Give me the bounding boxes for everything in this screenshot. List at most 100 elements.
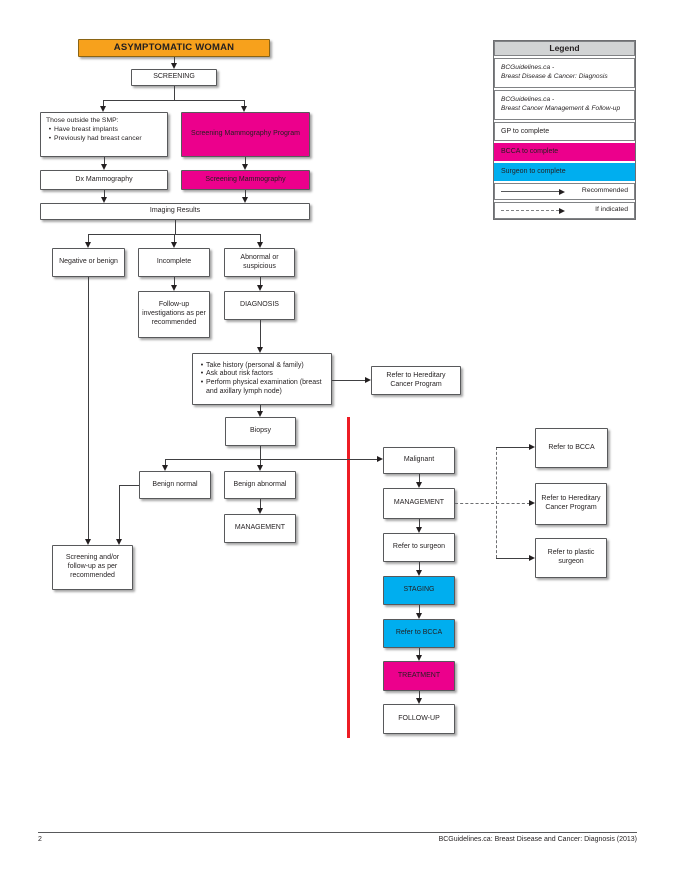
arrowhead — [415, 527, 422, 533]
connector-line — [174, 86, 175, 100]
node-outside-smp: Those outside the SMP: • Have breast imp… — [40, 112, 168, 157]
node-refer-hereditary-cancer-program-1: Refer to Hereditary Cancer Program — [371, 366, 461, 395]
arrowhead — [365, 376, 371, 383]
legend-recommended: Recommended — [494, 183, 635, 200]
connector-line — [419, 474, 420, 482]
node-biopsy: Biopsy — [225, 417, 296, 446]
connector-line — [103, 100, 244, 101]
connector-line — [260, 499, 261, 508]
connector-line — [165, 459, 378, 460]
arrowhead — [240, 106, 247, 112]
connector-line — [174, 57, 175, 63]
legend-if-indicated: If indicated — [494, 202, 635, 219]
arrowhead — [415, 482, 422, 488]
node-refer-hereditary-cancer-program-2: Refer to Hereditary Cancer Program — [535, 483, 607, 525]
arrowhead — [415, 613, 422, 619]
arrowhead — [256, 508, 263, 514]
connector-line — [496, 447, 530, 448]
red-divider-line — [347, 417, 350, 738]
connector-line — [88, 277, 89, 539]
solid-arrow-icon — [501, 188, 565, 195]
connector-line — [419, 519, 420, 527]
arrowhead — [256, 347, 263, 353]
arrowhead — [170, 242, 177, 248]
node-benign-normal: Benign normal — [139, 471, 211, 499]
connector-line — [245, 190, 246, 197]
arrowhead — [100, 164, 107, 170]
node-refer-to-plastic-surgeon: Refer to plastic surgeon — [535, 538, 607, 578]
connector-line — [245, 157, 246, 164]
node-treatment: TREATMENT — [383, 661, 455, 691]
arrowhead — [99, 106, 106, 112]
arrowhead — [529, 443, 535, 450]
node-negative-or-benign: Negative or benign — [52, 248, 125, 277]
node-screening-mammography: Screening Mammography — [181, 170, 310, 190]
footer-rule — [38, 832, 637, 833]
connector-line — [496, 558, 530, 559]
history-exam-bullet: • Perform physical examination (breast a… — [198, 379, 326, 397]
connector-line — [419, 648, 420, 655]
node-refer-to-bcca-surgeon: Refer to BCCA — [383, 619, 455, 648]
node-incomplete: Incomplete — [138, 248, 210, 277]
arrowhead — [170, 63, 177, 69]
connector-line — [260, 234, 261, 242]
connector-line — [419, 605, 420, 613]
connector-line — [165, 459, 166, 465]
arrowhead — [241, 164, 248, 170]
connector-line — [244, 100, 245, 106]
bullet-icon: • — [48, 126, 52, 134]
connector-line — [419, 562, 420, 570]
legend-ref-management: BCGuidelines.ca - Breast Cancer Manageme… — [494, 90, 635, 120]
connector-line — [260, 459, 261, 465]
node-malignant: Malignant — [383, 447, 455, 474]
bullet-icon: • — [200, 379, 204, 386]
arrowhead — [415, 698, 422, 704]
dashed-arrow-icon — [501, 207, 565, 214]
arrowhead — [170, 285, 177, 291]
connector-line — [260, 277, 261, 285]
node-diagnosis: DIAGNOSIS — [224, 291, 295, 320]
node-refer-to-surgeon: Refer to surgeon — [383, 533, 455, 562]
dashed-connector-line — [455, 503, 530, 504]
node-refer-to-bcca-right: Refer to BCCA — [535, 428, 608, 468]
connector-line — [104, 157, 105, 164]
node-followup-investigations: Follow-up investigations as per recommen… — [138, 291, 210, 338]
legend-title: Legend — [494, 41, 635, 56]
connector-line — [419, 691, 420, 698]
node-screening-followup: Screening and/or follow-up as per recomm… — [52, 545, 133, 590]
connector-line — [332, 380, 366, 381]
outside-smp-bullet: • Previously had breast cancer — [46, 135, 162, 143]
connector-line — [260, 320, 261, 347]
arrowhead — [100, 197, 107, 203]
connector-line — [119, 485, 120, 539]
legend: Legend BCGuidelines.ca - Breast Disease … — [493, 40, 636, 220]
arrowhead — [84, 539, 91, 545]
legend-bcca-to-complete: BCCA to complete — [494, 143, 635, 161]
arrowhead — [256, 411, 263, 417]
arrowhead — [256, 465, 263, 471]
node-screening-mammography-program: Screening Mammography Program — [181, 112, 310, 157]
connector-line — [174, 234, 175, 242]
arrowhead — [161, 465, 168, 471]
outside-smp-title: Those outside the SMP: — [46, 117, 119, 124]
footer-citation: BCGuidelines.ca: Breast Disease and Canc… — [438, 836, 637, 843]
arrowhead — [415, 570, 422, 576]
arrowhead — [241, 197, 248, 203]
connector-line — [88, 234, 89, 242]
connector-line — [260, 446, 261, 459]
node-management-benign: MANAGEMENT — [224, 514, 296, 543]
connector-line — [260, 405, 261, 411]
node-history-exam: • Take history (personal & family) • Ask… — [192, 353, 332, 405]
node-screening: SCREENING — [131, 69, 217, 86]
arrowhead — [256, 285, 263, 291]
node-benign-abnormal: Benign abnormal — [224, 471, 296, 499]
legend-surgeon-to-complete: Surgeon to complete — [494, 163, 635, 181]
arrowhead — [115, 539, 122, 545]
node-follow-up: FOLLOW-UP — [383, 704, 455, 734]
legend-gp-to-complete: GP to complete — [494, 122, 635, 141]
outside-smp-bullet: • Have breast implants — [46, 126, 162, 134]
bullet-icon: • — [200, 370, 204, 378]
arrowhead — [529, 554, 535, 561]
connector-line — [103, 100, 104, 106]
